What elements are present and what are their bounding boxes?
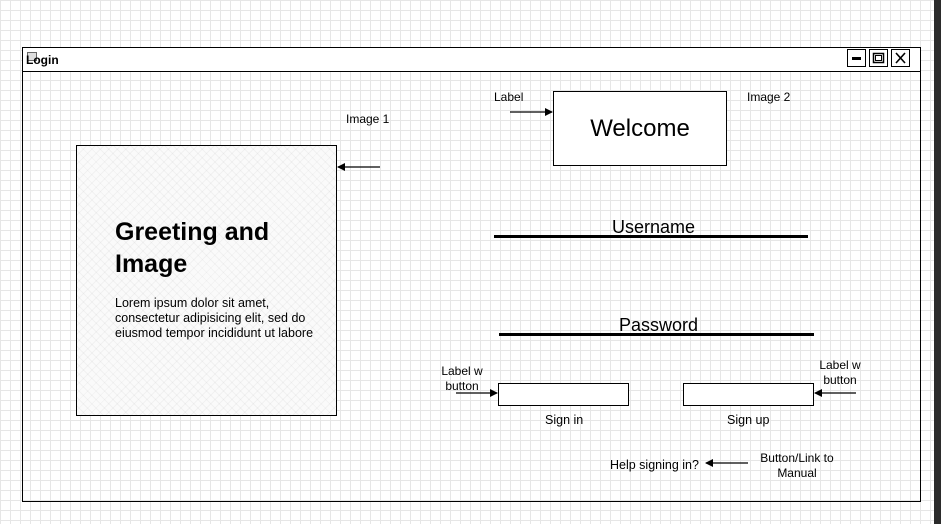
greeting-heading-line2: Image — [115, 250, 188, 278]
sign-up-label: Sign up — [727, 413, 770, 427]
label-annotation: Label — [494, 90, 524, 104]
button-link-line1: Button/Link to — [760, 451, 834, 465]
password-label: Password — [619, 315, 699, 335]
window-title: Login — [26, 53, 59, 67]
label-w-button-left-line2: button — [445, 379, 479, 393]
greeting-image-panel — [76, 145, 337, 416]
label-w-button-right-line2: button — [823, 373, 857, 387]
greeting-heading: Greeting and Image — [115, 216, 325, 280]
sign-in-button[interactable] — [498, 383, 629, 406]
button-link-line2: Manual — [777, 466, 817, 480]
maximize-icon[interactable] — [869, 49, 888, 67]
password-field[interactable] — [499, 333, 814, 336]
username-field[interactable] — [494, 235, 808, 238]
label-w-button-right-annotation: Label w button — [810, 358, 870, 388]
label-w-button-left-line1: Label w — [441, 364, 483, 378]
sign-up-button[interactable] — [683, 383, 814, 406]
welcome-label: Welcome — [553, 91, 727, 166]
minimize-icon[interactable] — [847, 49, 866, 67]
screen-edge-bar — [934, 0, 941, 524]
title-bar — [22, 47, 921, 72]
label-w-button-left-annotation: Label w button — [432, 364, 492, 394]
image2-annotation: Image 2 — [747, 90, 791, 104]
sign-in-label: Sign in — [545, 413, 584, 427]
greeting-body-text: Lorem ipsum dolor sit amet, consectetur … — [115, 296, 314, 340]
image1-annotation: Image 1 — [346, 112, 390, 126]
help-signing-in-link[interactable]: Help signing in? — [610, 458, 699, 472]
username-label: Username — [612, 217, 696, 237]
close-icon[interactable] — [891, 49, 910, 67]
label-w-button-right-line1: Label w — [819, 358, 861, 372]
app-icon — [27, 52, 37, 61]
greeting-heading-line1: Greeting and — [115, 218, 270, 246]
button-link-annotation: Button/Link to Manual — [747, 451, 847, 481]
